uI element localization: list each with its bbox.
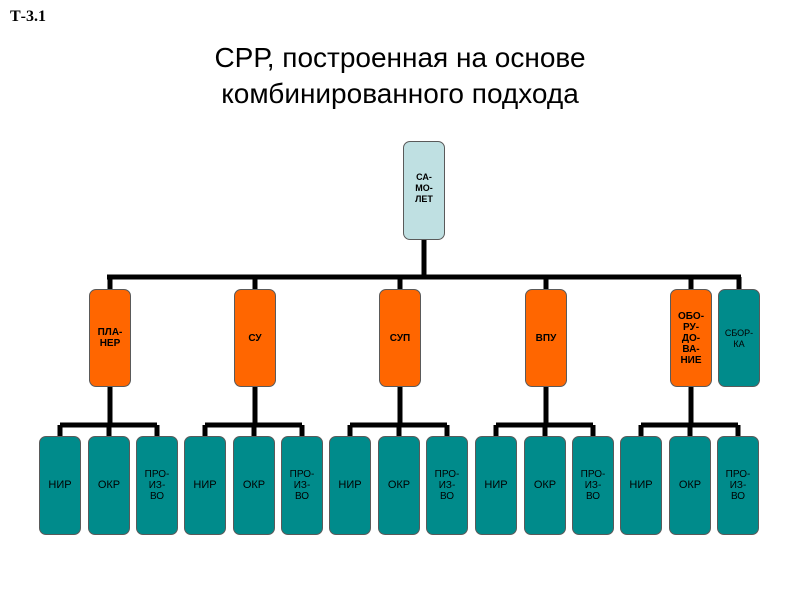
root-node: СА- МО- ЛЕТ bbox=[403, 141, 445, 240]
leaf-node: ПРО- ИЗ- ВО bbox=[426, 436, 468, 535]
leaf-node: ОКР bbox=[524, 436, 566, 535]
diagram-title: СРР, построенная на основе комбинированн… bbox=[0, 40, 800, 112]
leaf-node: ПРО- ИЗ- ВО bbox=[572, 436, 614, 535]
slide-tag: Т-3.1 bbox=[10, 8, 46, 25]
leaf-node: ОКР bbox=[378, 436, 420, 535]
leaf-node: ПРО- ИЗ- ВО bbox=[281, 436, 323, 535]
group-node: СУ bbox=[234, 289, 276, 387]
assembly-node: СБОР- КА bbox=[718, 289, 760, 387]
group-node: СУП bbox=[379, 289, 421, 387]
leaf-node: НИР bbox=[39, 436, 81, 535]
title-line-1: СРР, построенная на основе bbox=[214, 42, 586, 73]
group-node: ВПУ bbox=[525, 289, 567, 387]
title-line-2: комбинированного подхода bbox=[221, 78, 579, 109]
leaf-node: ПРО- ИЗ- ВО bbox=[136, 436, 178, 535]
leaf-node: ОКР bbox=[669, 436, 711, 535]
group-node: ПЛА- НЕР bbox=[89, 289, 131, 387]
group-node: ОБО- РУ- ДО- ВА- НИЕ bbox=[670, 289, 712, 387]
leaf-node: ОКР bbox=[88, 436, 130, 535]
leaf-node: НИР bbox=[620, 436, 662, 535]
leaf-node: НИР bbox=[475, 436, 517, 535]
leaf-node: ПРО- ИЗ- ВО bbox=[717, 436, 759, 535]
leaf-node: НИР bbox=[329, 436, 371, 535]
leaf-node: ОКР bbox=[233, 436, 275, 535]
leaf-node: НИР bbox=[184, 436, 226, 535]
